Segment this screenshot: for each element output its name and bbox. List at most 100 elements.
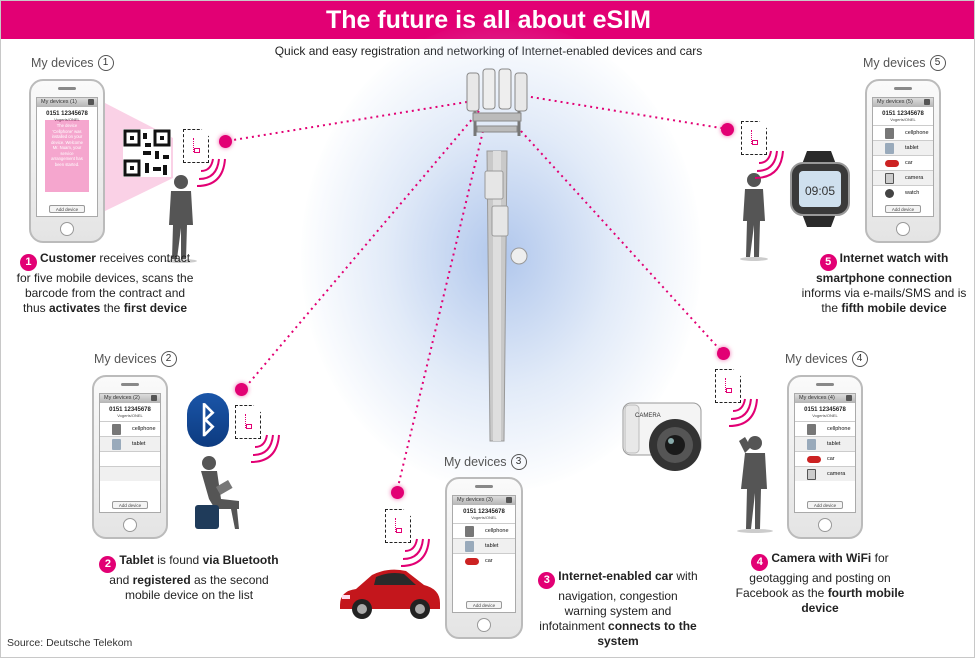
list-item[interactable]: car bbox=[795, 451, 855, 466]
operator-name: Vogerts/ONEL bbox=[812, 413, 838, 418]
device-header-2: My devices 2 bbox=[94, 351, 177, 367]
link-line-2 bbox=[243, 110, 480, 390]
list-item-label: cellphone bbox=[827, 426, 851, 432]
list-item-label: tablet bbox=[827, 441, 841, 447]
operator-name: Vogerts/ONEL bbox=[54, 117, 80, 122]
phone-speaker bbox=[121, 383, 139, 386]
home-button[interactable] bbox=[60, 222, 74, 236]
close-icon[interactable] bbox=[151, 395, 157, 401]
esim-card-icon bbox=[385, 509, 411, 543]
phone-screen: My devices (1) 0151 12345678 Vogerts/ONE… bbox=[36, 97, 98, 217]
device-header-label: My devices bbox=[444, 455, 507, 469]
add-device-button[interactable]: Add device bbox=[885, 205, 921, 213]
home-button[interactable] bbox=[123, 518, 137, 532]
phone-device-5: My devices (5) 0151 12345678 Vogerts/ONE… bbox=[865, 79, 941, 243]
activation-overlay: The device 'Cellphone' was installed on … bbox=[45, 120, 89, 192]
watch-icon bbox=[885, 189, 894, 198]
step-1-bold-1: Customer bbox=[39, 251, 96, 265]
device-list: cellphone tablet car bbox=[453, 523, 515, 568]
operator-name: Vogerts/ONEL bbox=[890, 117, 916, 122]
list-item[interactable]: tablet bbox=[795, 436, 855, 451]
screen-bar-label: My devices bbox=[799, 395, 827, 401]
bluetooth-icon: ᛒ bbox=[187, 393, 229, 447]
add-device-button[interactable]: Add device bbox=[807, 501, 843, 509]
person-silhouette-icon bbox=[165, 175, 197, 263]
step-2-text-1: is found bbox=[153, 553, 203, 567]
phone-speaker bbox=[894, 87, 912, 90]
list-item[interactable]: tablet bbox=[100, 436, 160, 451]
cell-tower-icon bbox=[466, 68, 528, 442]
signal-waves-icon bbox=[251, 434, 280, 463]
list-item[interactable]: cellphone bbox=[873, 125, 933, 140]
add-device-button[interactable]: Add device bbox=[466, 601, 502, 609]
step-3-bold-2: connects to the system bbox=[597, 619, 697, 648]
list-item[interactable]: camera bbox=[873, 170, 933, 185]
connection-dot-3 bbox=[391, 486, 404, 499]
screen-bar-label: My devices bbox=[877, 99, 905, 105]
connection-dot-4 bbox=[717, 347, 730, 360]
car-icon bbox=[807, 456, 821, 463]
add-device-button[interactable]: Add device bbox=[112, 501, 148, 509]
step-4-bold-2: fourth mobile device bbox=[801, 586, 905, 615]
phone-screen: My devices (2) 0151 12345678 Vogerts/ONE… bbox=[99, 393, 161, 513]
screen-bar-count: 4 bbox=[829, 395, 833, 401]
home-button[interactable] bbox=[477, 618, 491, 632]
step-badge: 5 bbox=[819, 254, 837, 271]
list-item[interactable]: car bbox=[453, 553, 515, 568]
phone-device-1: My devices (1) 0151 12345678 Vogerts/ONE… bbox=[29, 79, 105, 243]
list-item[interactable]: cellphone bbox=[453, 523, 515, 538]
device-header-label: My devices bbox=[94, 352, 157, 366]
list-item[interactable]: car bbox=[873, 155, 933, 170]
phone-number: 0151 12345678 bbox=[46, 111, 88, 117]
add-device-button[interactable]: Add device bbox=[49, 205, 85, 213]
list-item-label: car bbox=[827, 456, 835, 462]
esim-card-icon bbox=[715, 369, 741, 403]
device-header-5: My devices 5 bbox=[863, 55, 946, 71]
connection-dot-1 bbox=[219, 135, 232, 148]
step-badge: 2 bbox=[99, 556, 117, 573]
list-item[interactable]: tablet bbox=[453, 538, 515, 553]
step-2-text-3: as the second mobile device on the list bbox=[124, 573, 269, 602]
phone-number: 0151 12345678 bbox=[109, 407, 151, 413]
step-1-text-2: the bbox=[100, 301, 124, 315]
smartwatch-icon: 09:05 bbox=[790, 151, 850, 227]
home-button[interactable] bbox=[818, 518, 832, 532]
device-count-badge: 4 bbox=[851, 351, 868, 367]
list-item[interactable]: watch bbox=[873, 185, 933, 200]
connection-dot-2 bbox=[235, 383, 248, 396]
source-note: Source: Deutsche Telekom bbox=[7, 637, 133, 649]
tablet-icon bbox=[112, 439, 121, 450]
close-icon[interactable] bbox=[506, 497, 512, 503]
list-item[interactable]: tablet bbox=[873, 140, 933, 155]
device-list: cellphone tablet bbox=[100, 421, 160, 481]
list-item[interactable]: cellphone bbox=[100, 421, 160, 436]
device-count-badge: 5 bbox=[929, 55, 946, 71]
list-item-label: camera bbox=[905, 175, 924, 181]
cellphone-icon bbox=[885, 128, 894, 139]
close-icon[interactable] bbox=[88, 99, 94, 105]
close-icon[interactable] bbox=[846, 395, 852, 401]
step-badge: 3 bbox=[538, 572, 556, 589]
link-line-5 bbox=[524, 95, 728, 130]
step-2-bold-2: via Bluetooth bbox=[202, 553, 279, 567]
step-1-text-1: receives contract for five mobile device… bbox=[16, 251, 194, 315]
device-header-label: My devices bbox=[863, 56, 926, 70]
watch-time-display: 09:05 bbox=[805, 184, 835, 198]
home-button[interactable] bbox=[896, 222, 910, 236]
screen-bar-count: 3 bbox=[487, 497, 491, 503]
screen-bar: My devices (5) bbox=[873, 98, 933, 107]
phone-number: 0151 12345678 bbox=[882, 111, 924, 117]
list-item[interactable]: camera bbox=[795, 466, 855, 481]
phone-speaker bbox=[475, 485, 493, 488]
device-count-badge: 1 bbox=[97, 55, 114, 71]
operator-name: Vogerts/ONEL bbox=[117, 413, 143, 418]
camera-icon bbox=[885, 173, 894, 184]
list-item[interactable]: cellphone bbox=[795, 421, 855, 436]
link-line-3 bbox=[396, 130, 484, 492]
close-icon[interactable] bbox=[924, 99, 930, 105]
